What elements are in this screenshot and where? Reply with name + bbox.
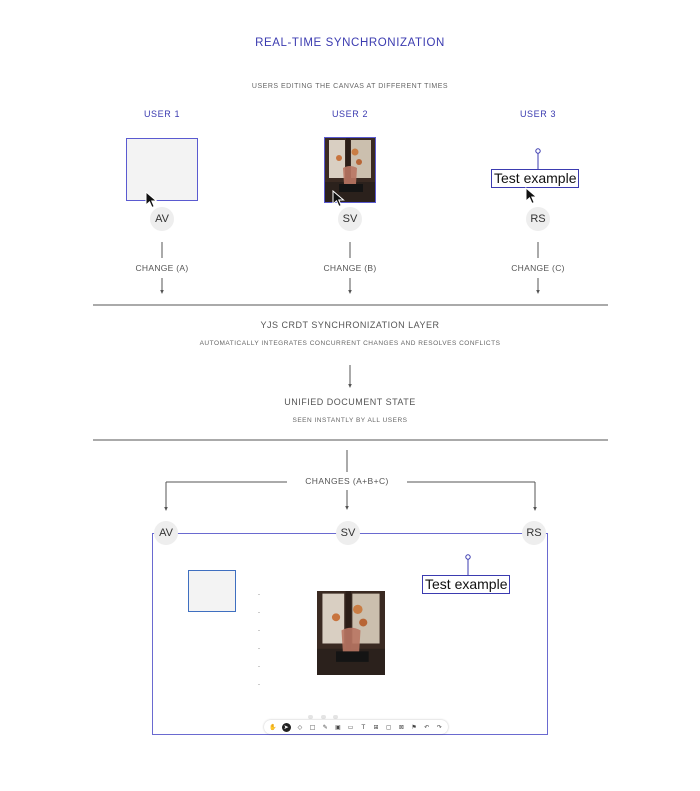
zoom-out-icon[interactable] (308, 715, 313, 719)
guide-dot (258, 684, 260, 685)
zoom-reset-icon[interactable] (320, 715, 326, 719)
unified-state-subtitle: SEEN INSTANTLY BY ALL USERS (292, 417, 408, 424)
text-icon[interactable]: T (361, 723, 366, 731)
guide-dot (258, 630, 260, 631)
hand-icon[interactable]: ✋ (269, 723, 277, 731)
zoom-in-icon[interactable] (333, 715, 338, 719)
avatar: SV (338, 207, 362, 231)
user-1-label: USER 1 (143, 109, 181, 119)
cursor-icon[interactable]: ➤ (281, 722, 291, 732)
avatar: RS (526, 207, 550, 231)
guide-dot (258, 666, 260, 667)
changes-merged-label: CHANGES (A+B+C) (287, 476, 407, 486)
undo-icon[interactable]: ↶ (424, 723, 430, 731)
unified-state-title: UNIFIED DOCUMENT STATE (284, 397, 416, 407)
user-3-text-element[interactable]: Test example (491, 169, 580, 188)
user-2-label: USER 2 (331, 109, 369, 119)
cursor-arrow-icon (332, 190, 345, 208)
canvas-text-element[interactable]: Test example (422, 575, 511, 594)
stamp-icon[interactable]: ⚑ (411, 723, 417, 731)
change-a-label: CHANGE (A) (135, 263, 189, 273)
vase-photo-image (317, 591, 385, 675)
canvas-image[interactable] (317, 591, 385, 675)
canvas-shape[interactable] (188, 570, 236, 612)
shapes-icon[interactable]: ⊠ (398, 723, 404, 731)
sync-layer-title: YJS CRDT SYNCHRONIZATION LAYER (260, 320, 440, 330)
avatar: RS (522, 521, 546, 545)
page-title: REAL-TIME SYNCHRONIZATION (255, 37, 445, 49)
avatar: SV (336, 521, 360, 545)
redo-icon[interactable]: ↷ (436, 723, 442, 731)
user-1-shape[interactable] (126, 138, 198, 201)
grid-icon[interactable]: ⊞ (373, 723, 379, 731)
rectangle-icon[interactable]: □ (309, 723, 316, 731)
guide-dot (258, 594, 260, 595)
rotate-handle-icon[interactable] (464, 553, 472, 576)
avatar: AV (150, 207, 174, 231)
change-b-label: CHANGE (B) (323, 263, 377, 273)
change-c-label: CHANGE (C) (511, 263, 565, 273)
video-icon[interactable]: ▭ (347, 723, 354, 731)
canvas-toolbar: ✋ ➤ ◇ □ ✎ ▣ ▭ T ⊞ ▢ ⊠ ⚑ ↶ ↷ (264, 720, 448, 734)
avatar: AV (154, 521, 178, 545)
user-3-label: USER 3 (519, 109, 557, 119)
comment-icon[interactable]: ▢ (385, 723, 392, 731)
eraser-icon[interactable]: ◇ (297, 723, 303, 731)
cursor-arrow-icon (525, 187, 538, 205)
sync-layer-subtitle: AUTOMATICALLY INTEGRATES CONCURRENT CHAN… (199, 340, 501, 347)
rotate-handle-icon[interactable] (534, 147, 542, 169)
page-subtitle: USERS EDITING THE CANVAS AT DIFFERENT TI… (251, 83, 449, 90)
guide-dot (258, 612, 260, 613)
image-icon[interactable]: ▣ (335, 723, 341, 731)
guide-dot (258, 648, 260, 649)
zoom-controls[interactable] (308, 715, 338, 719)
pen-icon[interactable]: ✎ (322, 723, 328, 731)
cursor-arrow-icon (145, 191, 158, 209)
